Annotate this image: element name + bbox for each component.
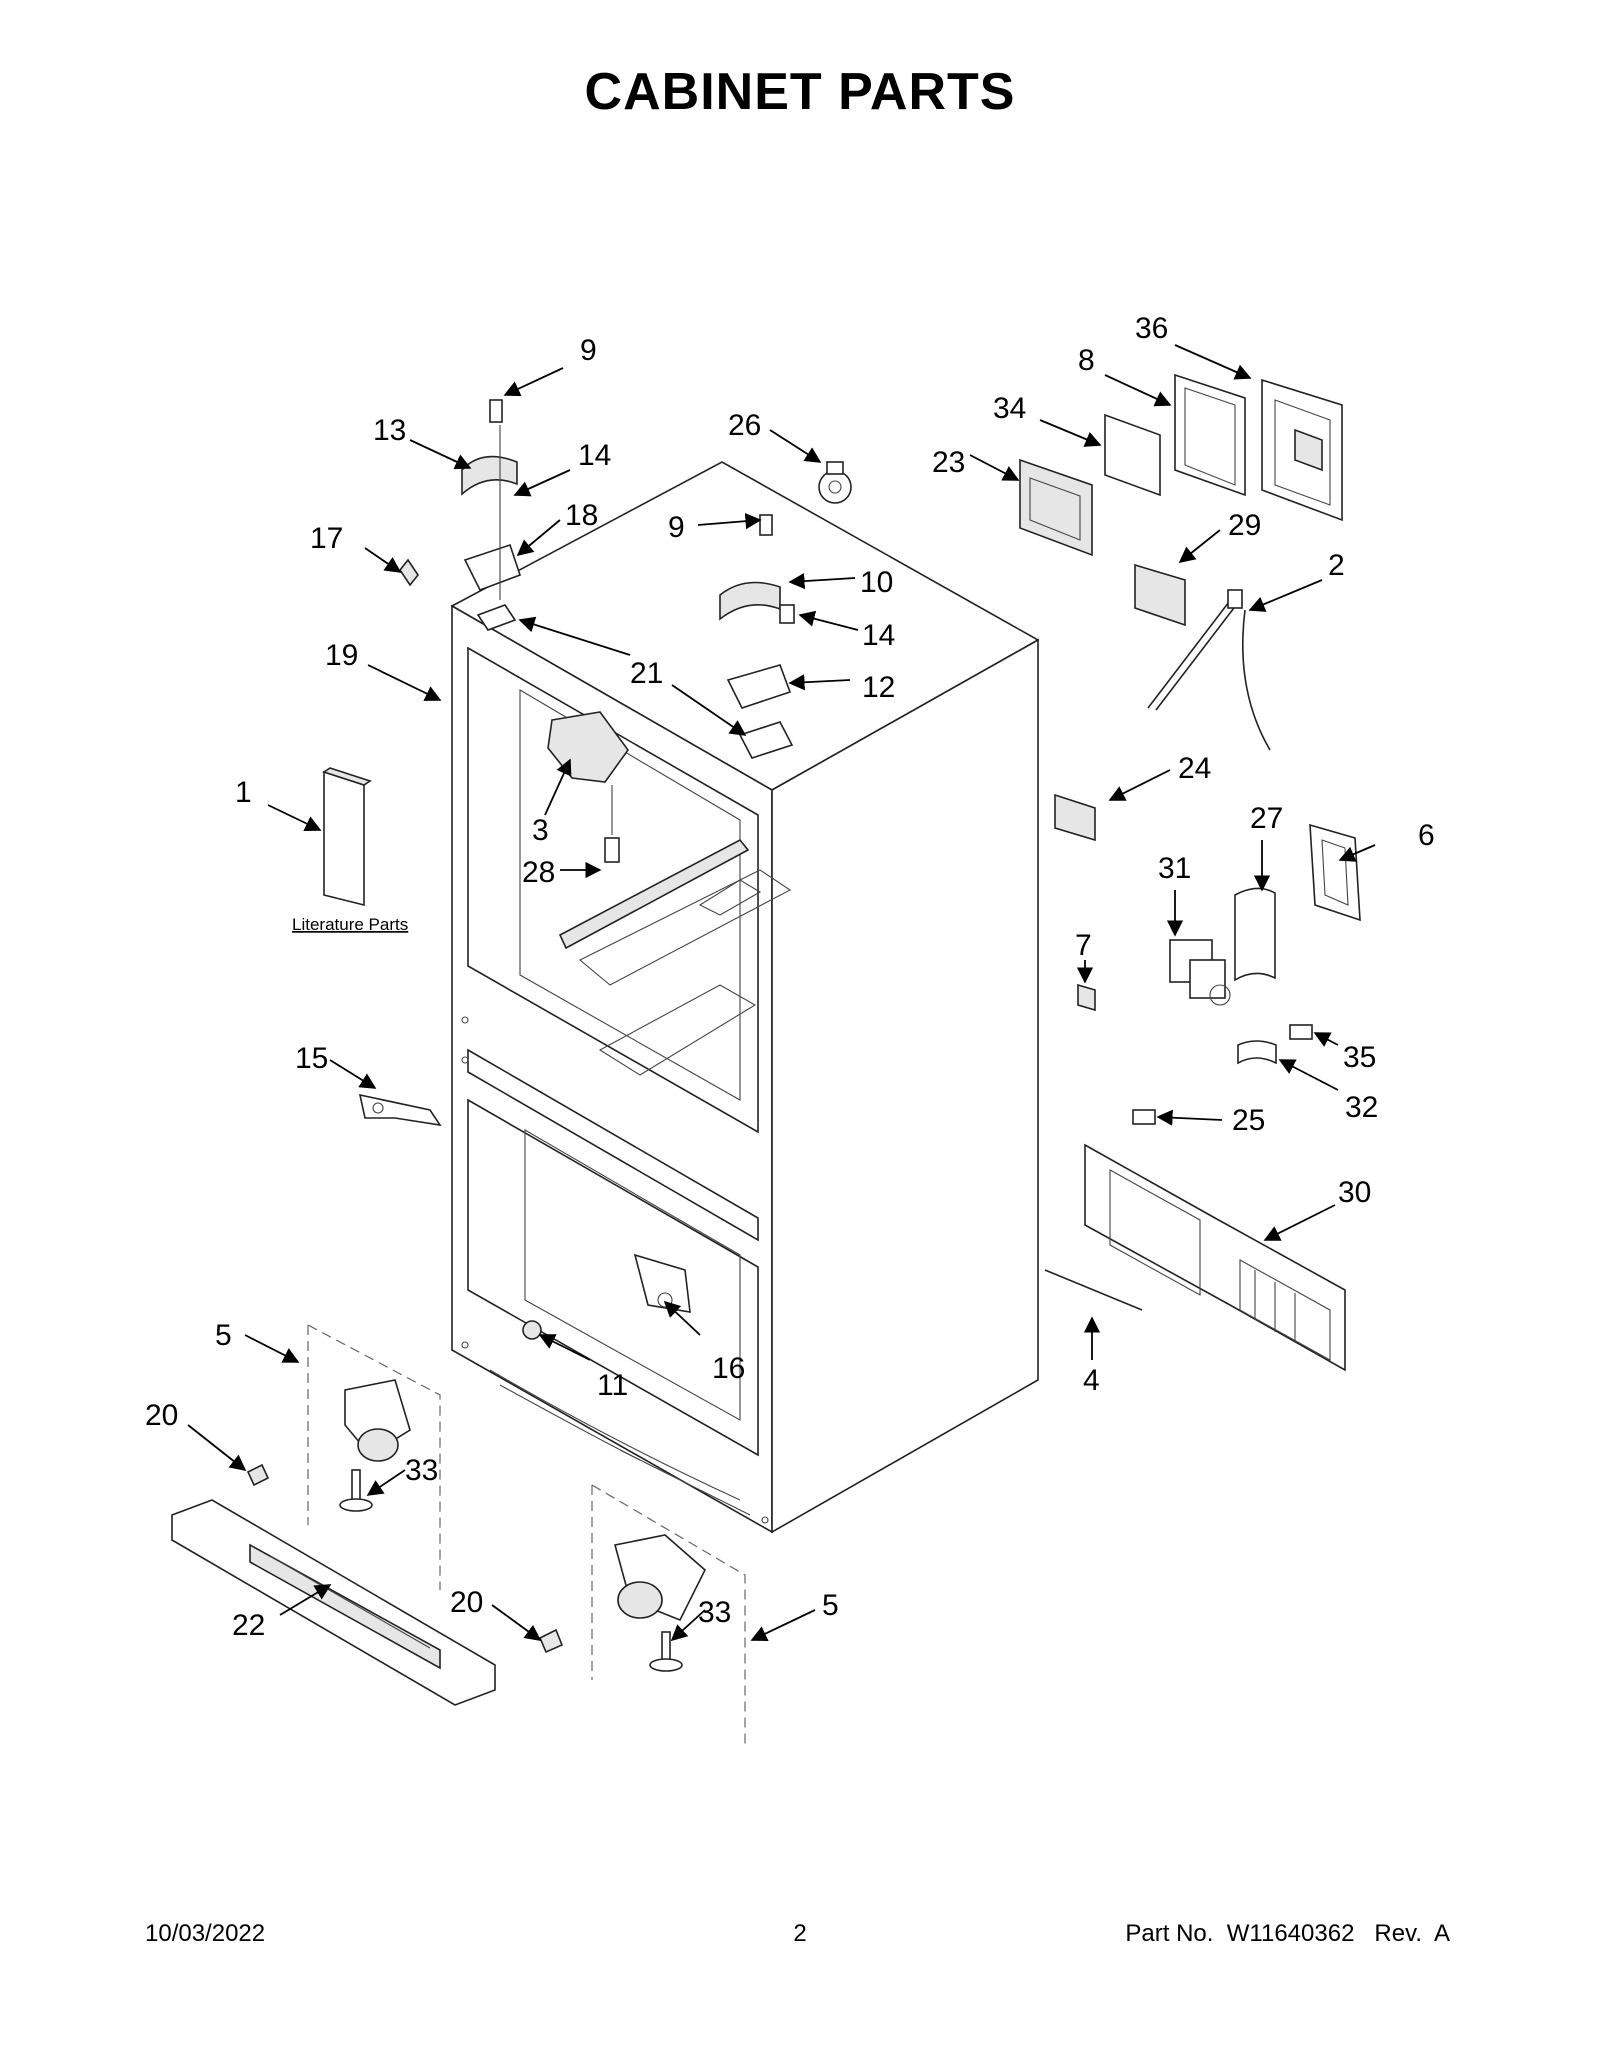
part-11-screw <box>522 1320 542 1340</box>
callout-12: 12 <box>862 671 895 704</box>
part-8-cover <box>1174 373 1246 497</box>
callout-24: 24 <box>1178 752 1211 785</box>
part-29-board <box>1134 563 1186 627</box>
part-27-cover <box>1234 887 1276 982</box>
callout-5b: 5 <box>822 1589 839 1622</box>
footer-part-number: Part No. W11640362 Rev. A <box>1125 1920 1450 1947</box>
part-6-bracket <box>1309 823 1361 922</box>
callout-16: 16 <box>712 1352 745 1385</box>
part-30-panel <box>1084 1143 1346 1372</box>
part-4-strip <box>1044 1269 1143 1311</box>
callout-34: 34 <box>993 392 1026 425</box>
callout-labels: 1 2 3 4 5 5 6 7 8 9 9 10 11 12 13 14 14 … <box>145 312 1435 1642</box>
callout-17: 17 <box>310 522 343 555</box>
callout-33a: 33 <box>405 1454 438 1487</box>
callout-10: 10 <box>860 566 893 599</box>
callout-9a: 9 <box>580 334 597 367</box>
callout-18: 18 <box>565 499 598 532</box>
literature-parts-label: Literature Parts <box>292 915 408 934</box>
part-35-screw <box>1289 1024 1313 1040</box>
callout-33b: 33 <box>698 1596 731 1629</box>
callout-35: 35 <box>1343 1041 1376 1074</box>
callout-1: 1 <box>235 776 252 809</box>
part-25-screw <box>1132 1109 1156 1125</box>
callout-6: 6 <box>1418 819 1435 852</box>
callout-14a: 14 <box>578 439 611 472</box>
callout-9b: 9 <box>668 511 685 544</box>
callout-11: 11 <box>597 1369 628 1402</box>
literature-book <box>322 767 372 907</box>
top-right-hinge <box>719 514 795 759</box>
footer-date: 10/03/2022 <box>145 1920 266 1947</box>
callout-14b: 14 <box>862 619 895 652</box>
callout-31: 31 <box>1158 852 1191 885</box>
callout-20b: 20 <box>450 1586 483 1619</box>
callout-19: 19 <box>325 639 358 672</box>
callout-21: 21 <box>630 657 663 690</box>
callout-3: 3 <box>532 814 549 847</box>
callout-23: 23 <box>932 446 965 479</box>
callout-7: 7 <box>1075 929 1092 962</box>
callout-30: 30 <box>1338 1176 1371 1209</box>
right-roller-assembly <box>538 1484 746 1745</box>
part-17-clip <box>399 558 419 587</box>
part-32-clamp <box>1237 1040 1277 1065</box>
part-36-housing <box>1261 378 1343 522</box>
callout-4: 4 <box>1083 1364 1100 1397</box>
callout-32: 32 <box>1345 1091 1378 1124</box>
part-22-base-grille <box>171 1499 496 1706</box>
part-24-connector <box>1054 793 1096 842</box>
callout-22: 22 <box>232 1609 265 1642</box>
part-15-hinge <box>358 1093 442 1127</box>
part-7-clip <box>1077 983 1096 1012</box>
part-2-harness <box>1147 589 1271 751</box>
top-left-hinge <box>461 399 522 631</box>
left-roller-assembly <box>246 1324 441 1590</box>
callout-2: 2 <box>1328 549 1345 582</box>
page-title: CABINET PARTS <box>584 63 1016 121</box>
callout-26: 26 <box>728 409 761 442</box>
callout-arrows <box>187 344 1376 1642</box>
callout-13: 13 <box>373 414 406 447</box>
part-34-shield <box>1104 413 1161 497</box>
part-31-valve <box>1169 939 1231 1006</box>
callout-20a: 20 <box>145 1399 178 1432</box>
callout-15: 15 <box>295 1042 328 1075</box>
footer-page-number: 2 <box>793 1920 807 1947</box>
cabinet-body <box>450 461 1040 1534</box>
part-26-roller <box>818 461 852 504</box>
part-23-board <box>1019 458 1093 557</box>
callout-8: 8 <box>1078 344 1095 377</box>
callout-29: 29 <box>1228 509 1261 542</box>
callout-36: 36 <box>1135 312 1168 345</box>
callout-28: 28 <box>522 856 555 889</box>
callout-5a: 5 <box>215 1319 232 1352</box>
callout-25: 25 <box>1232 1104 1265 1137</box>
callout-27: 27 <box>1250 802 1283 835</box>
